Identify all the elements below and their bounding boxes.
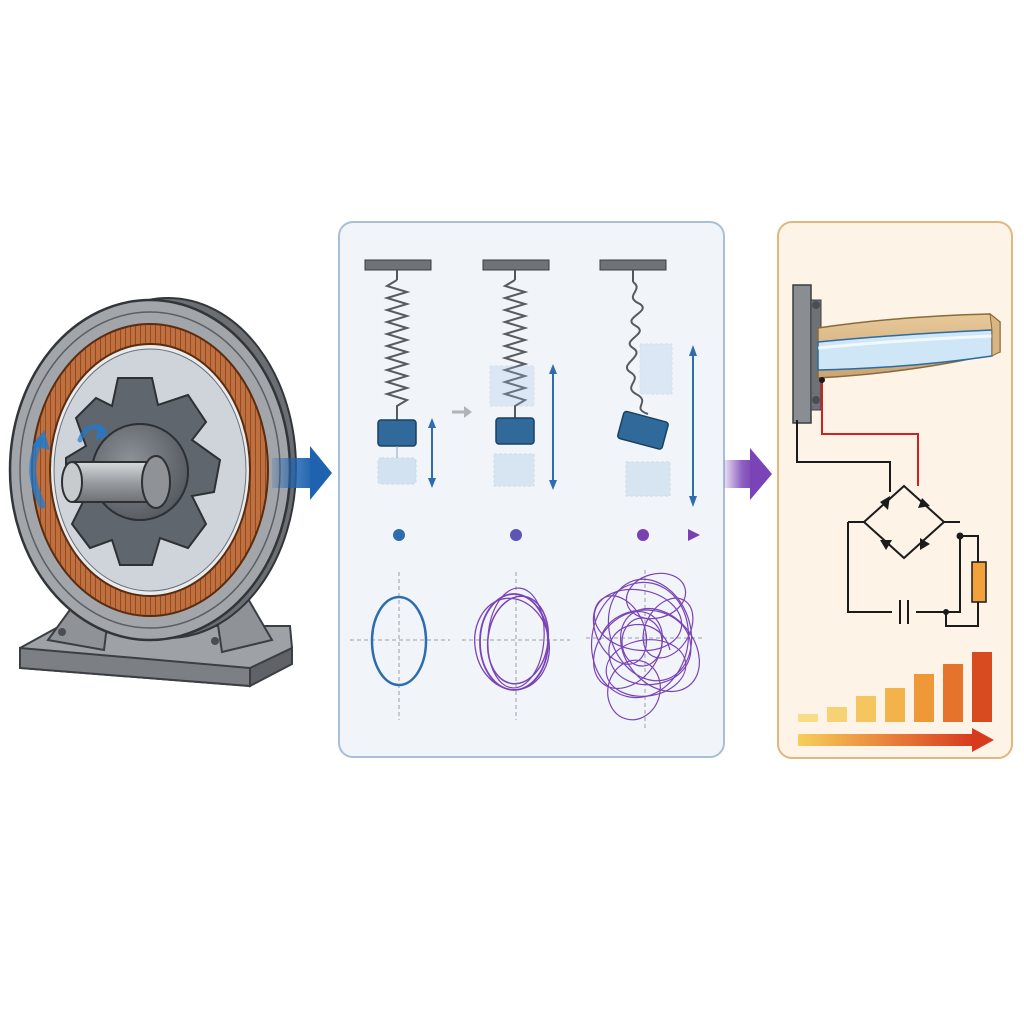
oscillator-panel bbox=[338, 221, 725, 758]
circuit-wires bbox=[796, 377, 919, 492]
output-bar bbox=[943, 664, 963, 722]
spring bbox=[626, 281, 649, 415]
phase-portrait-transition bbox=[462, 572, 570, 720]
bolt-icon bbox=[58, 628, 66, 636]
spring bbox=[383, 279, 411, 420]
oscillator-regular bbox=[364, 259, 436, 488]
mass-ghost bbox=[377, 457, 417, 485]
output-bar bbox=[972, 652, 992, 722]
mass-block bbox=[377, 419, 417, 447]
harvester-panel bbox=[777, 221, 1013, 759]
timeline-marker bbox=[637, 529, 649, 541]
output-bar bbox=[827, 707, 847, 722]
phase-portrait-chaotic bbox=[586, 570, 704, 730]
power-output-bars bbox=[798, 652, 992, 722]
support-bar bbox=[599, 259, 667, 271]
capacitor-icon bbox=[899, 600, 909, 624]
bolt-icon bbox=[812, 396, 820, 404]
output-bar bbox=[885, 688, 905, 722]
output-bar bbox=[914, 674, 934, 722]
mass-ghost bbox=[493, 453, 535, 487]
output-bar bbox=[798, 714, 818, 722]
output-bar bbox=[856, 696, 876, 722]
support-bar bbox=[482, 259, 550, 271]
panel-frame bbox=[338, 221, 725, 758]
flow-arrow-purple bbox=[724, 448, 772, 500]
support-bar bbox=[364, 259, 432, 271]
timeline bbox=[360, 529, 700, 541]
flow-arrow-blue bbox=[272, 446, 332, 500]
piezo-beam bbox=[817, 312, 1001, 379]
rotating-machine bbox=[8, 297, 297, 688]
shaft bbox=[61, 455, 171, 509]
timeline-marker bbox=[393, 529, 405, 541]
mass-ghost bbox=[489, 365, 535, 407]
diode-icon bbox=[880, 496, 930, 550]
phase-portrait-regular bbox=[350, 572, 450, 720]
mass-block bbox=[617, 410, 669, 450]
bolt-icon bbox=[812, 301, 820, 309]
oscillator-transition bbox=[482, 259, 557, 490]
timeline-marker bbox=[510, 529, 522, 541]
wire-red bbox=[821, 380, 919, 486]
timeline-arrow-icon bbox=[688, 529, 700, 541]
growth-arrow-icon bbox=[798, 728, 994, 752]
mass-block bbox=[495, 417, 535, 445]
mass-ghost bbox=[639, 343, 673, 395]
bolt-icon bbox=[211, 637, 219, 645]
oscillator-chaotic bbox=[599, 259, 697, 507]
bridge-rectifier bbox=[847, 484, 961, 613]
resistor-icon bbox=[945, 535, 987, 627]
mass-ghost bbox=[625, 461, 671, 497]
spring bbox=[501, 279, 529, 418]
wire-black bbox=[796, 420, 891, 492]
clamp bbox=[792, 284, 822, 424]
progress-arrow-icon bbox=[452, 406, 472, 418]
